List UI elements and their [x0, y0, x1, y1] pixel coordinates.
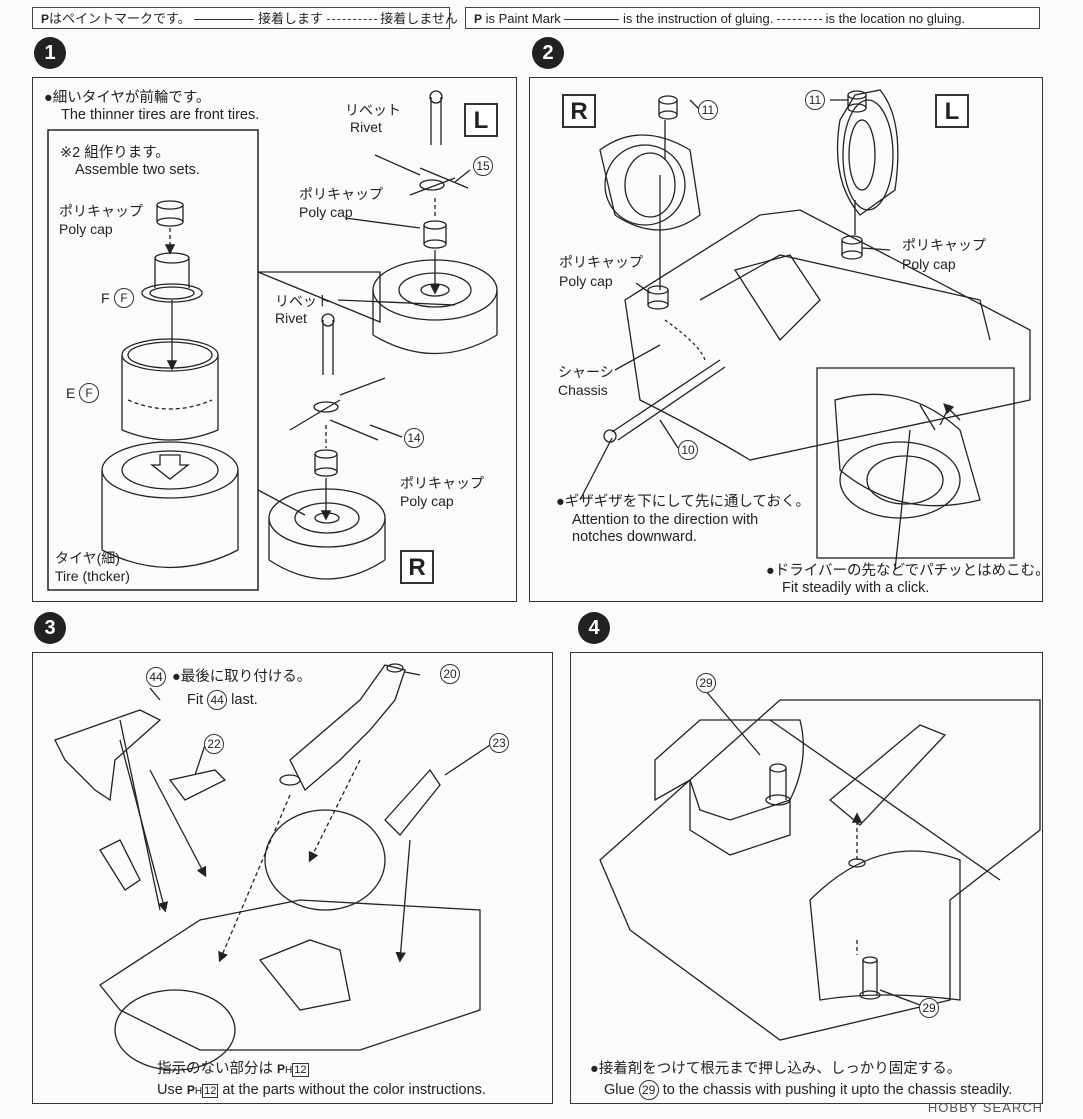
part-44-inline-icon: 44 — [207, 690, 228, 710]
tire-label-en: Tire (thcker) — [55, 568, 130, 584]
paint-number: 12 — [292, 1063, 309, 1077]
legend-english: P is Paint Mark is the instruction of gl… — [465, 7, 1040, 29]
legend-en-glue: is the instruction of gluing. — [623, 11, 774, 26]
part-10-icon: 10 — [678, 440, 698, 460]
fit-last-post: last. — [231, 692, 258, 708]
step-2-number: 2 — [532, 37, 564, 69]
fit-last-note-en: Fit 44 last. — [187, 690, 258, 710]
part-14-icon: 14 — [404, 428, 424, 448]
step-1-panel — [32, 77, 517, 602]
click-note-en: Fit steadily with a click. — [782, 580, 930, 596]
dashed-arrow-icon — [776, 19, 822, 21]
click-note-jp: ●ドライバーの先などでパチッとはめこむ。 — [766, 563, 1050, 579]
part-letter-e: E — [66, 385, 76, 401]
glue-en-pre: Glue — [604, 1082, 635, 1098]
notch-note-jp: ●ギザギザを下にして先に通しておく。 — [556, 494, 810, 510]
step2-left-marker: L — [935, 94, 969, 128]
left-side-marker: L — [464, 103, 498, 137]
paint-mark-icon: P — [41, 12, 50, 26]
rivet-top-en: Rivet — [350, 119, 382, 135]
tire-label-jp: タイヤ(細) — [55, 550, 120, 566]
step1-assembly-box — [47, 129, 259, 591]
rivet-mid-en: Rivet — [275, 310, 307, 326]
part-letter-f: F — [101, 290, 110, 306]
polycap2-label-jp: ポリキャップ — [299, 186, 383, 202]
legend-japanese: Pはペイントマークです。 接着します 接着しません — [32, 7, 458, 29]
paint-mark-icon: P — [474, 12, 483, 26]
legend-en-noglue: is the location no gluing. — [825, 11, 966, 26]
front-tire-note-en: The thinner tires are front tires. — [61, 107, 260, 123]
part-29a-icon: 29 — [696, 673, 716, 693]
part-44-icon: 44 — [146, 667, 166, 687]
two-sets-note-en: Assemble two sets. — [75, 162, 200, 178]
watermark: HOBBY SEARCH — [927, 1100, 1043, 1115]
part-e-icon: F — [79, 383, 99, 403]
legend-en-paint: is Paint Mark — [485, 11, 561, 26]
notch-note-en-2: notches downward. — [572, 529, 697, 545]
part-29b-icon: 29 — [919, 998, 939, 1018]
paint-number: 12 — [202, 1084, 219, 1098]
polycap-right-en: Poly cap — [902, 256, 956, 272]
step2-right-marker: R — [562, 94, 596, 128]
solid-arrow-icon — [564, 19, 620, 21]
fit-last-note-jp: ●最後に取り付ける。 — [172, 669, 312, 685]
legend-jp-paint: はペイントマークです。 — [49, 11, 191, 26]
paint-sub: H — [194, 1086, 203, 1097]
glue-en-post: to the chassis with pushing it upto the … — [662, 1082, 1013, 1098]
polycap-label-jp: ポリキャップ — [59, 203, 143, 219]
chassis-label-en: Chassis — [558, 382, 608, 398]
paint-sub: H — [285, 1065, 293, 1076]
polycap3-label-jp: ポリキャップ — [400, 475, 484, 491]
part-20-icon: 20 — [440, 664, 460, 684]
step-1-number: 1 — [34, 37, 66, 69]
paint-en-post: at the parts without the color instructi… — [222, 1082, 486, 1098]
step-2-panel — [529, 77, 1043, 602]
glue-note-en: Glue 29 to the chassis with pushing it u… — [604, 1080, 1012, 1100]
step-4-panel — [570, 652, 1043, 1104]
paint-mark-icon: P — [186, 1083, 195, 1097]
part-23-icon: 23 — [489, 733, 509, 753]
part-22-icon: 22 — [204, 734, 224, 754]
polycap-right-jp: ポリキャップ — [902, 237, 986, 253]
step-3-number: 3 — [34, 612, 66, 644]
part-15-icon: 15 — [473, 156, 493, 176]
part-29-inline-icon: 29 — [638, 1080, 659, 1100]
legend-jp-noglue: 接着しません — [380, 11, 458, 26]
polycap3-label-en: Poly cap — [400, 493, 454, 509]
rivet-mid-jp: リベット — [275, 293, 331, 309]
polycap-left-jp: ポリキャップ — [559, 254, 643, 270]
part-f-icon: F — [114, 288, 134, 308]
glue-note-jp: ●接着剤をつけて根元まで押し込み、しっかり固定する。 — [590, 1061, 962, 1077]
polycap2-label-en: Poly cap — [299, 204, 353, 220]
solid-arrow-icon — [194, 19, 255, 21]
part-11a-icon: 11 — [698, 100, 718, 120]
step-3-panel — [32, 652, 553, 1104]
paint-note-jp-text: 指示のない部分は — [157, 1061, 273, 1077]
dashed-arrow-icon — [326, 19, 377, 21]
step-4-number: 4 — [578, 612, 610, 644]
chassis-label-jp: シャーシ — [558, 364, 614, 380]
paint-en-pre: Use — [157, 1082, 183, 1098]
part-11b-icon: 11 — [805, 90, 825, 110]
notch-note-en-1: Attention to the direction with — [572, 512, 759, 528]
legend-jp-glue: 接着します — [257, 11, 323, 26]
right-side-marker: R — [400, 550, 434, 584]
paint-mark-icon: P — [277, 1062, 286, 1076]
fit-last-pre: Fit — [187, 692, 204, 708]
two-sets-note-jp: ※2 組作ります。 — [60, 145, 170, 161]
rivet-top-jp: リベット — [345, 102, 401, 118]
front-tire-note-jp: ●細いタイヤが前輪です。 — [44, 90, 211, 106]
polycap-left-en: Poly cap — [559, 273, 613, 289]
polycap-label-en: Poly cap — [59, 221, 113, 237]
